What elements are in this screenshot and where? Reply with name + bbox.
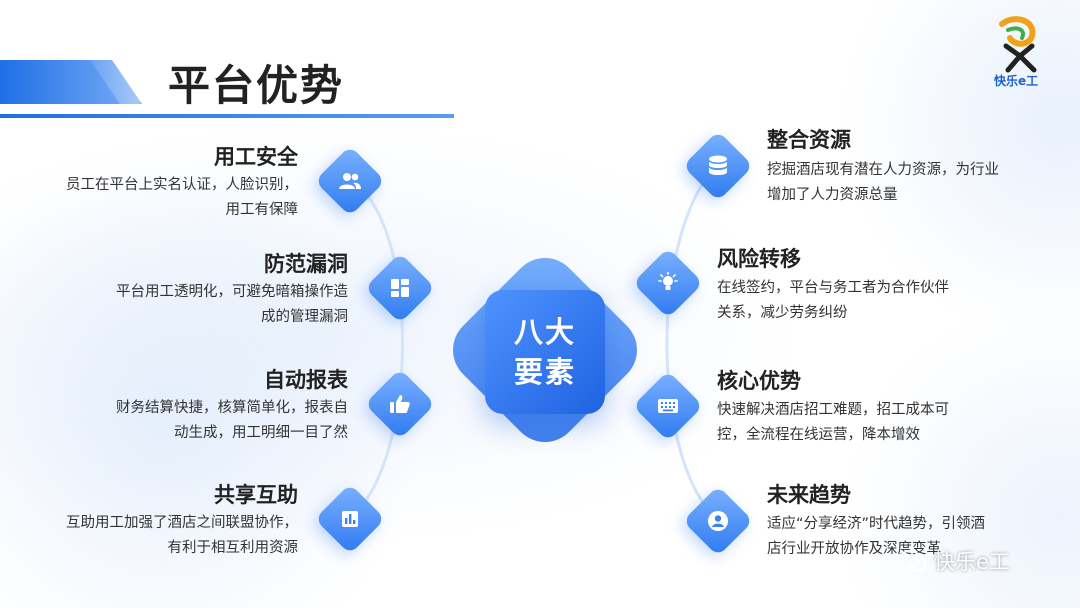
left-item-4-desc: 互助用工加强了酒店之间联盟协作， 有利于相互利用资源 [0, 511, 298, 561]
watermark-text: 快乐e工 [934, 550, 1010, 574]
page-title: 平台优势 [168, 61, 345, 110]
left-item-3-desc: 财务结算快捷，核算简单化，报表自 动生成，用工明细一目了然 [50, 396, 348, 446]
dashboard-icon [375, 263, 425, 313]
right-item-1-desc-line1: 挖掘酒店现有潜在人力资源，为行业 [767, 162, 999, 178]
keyboard-icon [643, 381, 693, 431]
left-item-2-desc-line1: 平台用工透明化，可避免暗箱操作造 [116, 284, 348, 300]
left-item-1-desc-line1: 员工在平台上实名认证，人脸识别， [66, 177, 298, 193]
center-line-2: 要素 [513, 355, 576, 389]
brand-logo [992, 16, 1048, 86]
left-item-4-desc-line2: 有利于相互利用资源 [167, 540, 299, 556]
left-item-4-title: 共享互助 [214, 483, 298, 507]
left-item-2-desc-line2: 成的管理漏洞 [261, 309, 348, 325]
header-underline [0, 114, 454, 118]
right-item-4-desc: 适应“分享经济”时代趋势，引领酒 店行业开放协作及深度变革 [767, 512, 1067, 562]
person-icon [693, 496, 743, 546]
right-item-1-desc-line2: 增加了人力资源总量 [767, 187, 898, 203]
right-item-3-title: 核心优势 [717, 369, 801, 393]
left-item-4-desc-line1: 互助用工加强了酒店之间联盟协作， [66, 515, 298, 531]
right-item-4-desc-line2: 店行业开放协作及深度变革 [767, 541, 941, 557]
right-item-4-desc-line1: 适应“分享经济”时代趋势，引领酒 [767, 516, 986, 532]
right-item-3-desc-line1: 快速解决酒店招工难题，招工成本可 [717, 402, 949, 418]
right-item-3-desc: 快速解决酒店招工难题，招工成本可 控，全流程在线运营，降本增效 [717, 398, 1017, 448]
left-item-1-desc: 员工在平台上实名认证，人脸识别， 用工有保障 [0, 173, 298, 223]
right-item-1-title: 整合资源 [767, 128, 851, 152]
right-item-2-desc: 在线签约，平台与务工者为合作伙伴 关系，减少劳务纠纷 [717, 276, 1017, 326]
center-line-1: 八大 [513, 315, 576, 349]
left-item-1-desc-line2: 用工有保障 [225, 202, 299, 218]
users-icon [325, 156, 375, 206]
right-item-2-title: 风险转移 [717, 247, 801, 271]
right-item-2-desc-line2: 关系，减少劳务纠纷 [717, 305, 848, 321]
thumbs-up-icon [375, 379, 425, 429]
wechat-icon [899, 550, 927, 572]
right-item-1-desc: 挖掘酒店现有潜在人力资源，为行业 增加了人力资源总量 [767, 158, 1067, 208]
watermark: 快乐e工 [898, 546, 1010, 576]
lightbulb-icon [643, 258, 693, 308]
right-item-4-title: 未来趋势 [767, 483, 851, 507]
right-item-2-desc-line1: 在线签约，平台与务工者为合作伙伴 [717, 280, 949, 296]
bar-chart-icon [325, 494, 375, 544]
left-item-2-desc: 平台用工透明化，可避免暗箱操作造 成的管理漏洞 [50, 280, 348, 330]
left-item-1-title: 用工安全 [214, 145, 298, 169]
left-item-2-title: 防范漏洞 [264, 252, 348, 276]
left-item-3-title: 自动报表 [264, 368, 348, 392]
left-item-3-desc-line2: 动生成，用工明细一目了然 [174, 425, 348, 441]
left-item-3-desc-line1: 财务结算快捷，核算简单化，报表自 [116, 400, 348, 416]
right-item-3-desc-line2: 控，全流程在线运营，降本增效 [717, 427, 920, 443]
database-icon [693, 141, 743, 191]
center-badge: 八大 要素 [485, 290, 605, 414]
brand-logo-text: 快乐e工 [994, 74, 1039, 88]
